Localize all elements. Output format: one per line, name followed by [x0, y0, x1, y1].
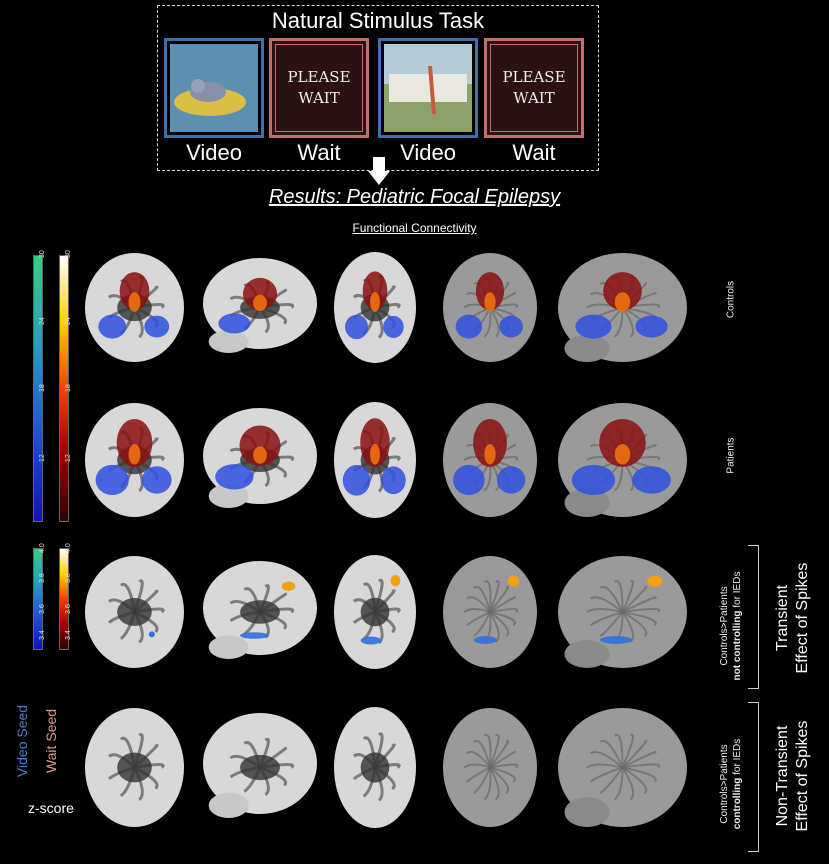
- wait-text-line2: WAIT: [513, 89, 555, 107]
- functional-connectivity-label: Functional Connectivity: [352, 221, 477, 235]
- video-frame-1: [164, 38, 264, 138]
- task-title: Natural Stimulus Task: [271, 8, 485, 33]
- brain-image: [443, 708, 537, 827]
- brain-image: [443, 253, 537, 362]
- wait-text-line1: PLEASE: [502, 68, 566, 86]
- row-label-controls: Controls: [725, 280, 737, 319]
- brain-image: [203, 258, 317, 353]
- video-seed-colorbar: [33, 255, 43, 522]
- brain-image: [85, 253, 184, 362]
- wait-frame-1: PLEASE WAIT: [269, 38, 369, 138]
- video-seed-colorbar-small: [33, 548, 43, 650]
- task-panel: Natural Stimulus Task PLEASE WAIT PLEASE W…: [157, 5, 599, 171]
- cartoon-video-thumbnail-2: [384, 44, 472, 132]
- row-label-patients: Patients: [725, 437, 737, 474]
- cartoon-video-thumbnail-1: [170, 44, 258, 132]
- brain-image: [558, 253, 687, 362]
- wait-seed-colorbar-small: [59, 548, 69, 650]
- brain-image: [334, 707, 416, 828]
- brain-image: [443, 403, 537, 517]
- down-arrow-icon: [368, 157, 390, 185]
- wait-seed-colorbar: [59, 255, 69, 522]
- brain-image: [203, 561, 317, 659]
- brain-image: [85, 403, 184, 517]
- brain-image: [558, 708, 687, 827]
- brain-image: [334, 555, 416, 669]
- transient-bracket: [748, 545, 759, 689]
- wait-text-line2: WAIT: [298, 89, 340, 107]
- brain-image: [334, 402, 416, 518]
- video-frame-2: [378, 38, 478, 138]
- brain-image: [85, 708, 184, 827]
- frame-label: Wait: [512, 140, 556, 165]
- frame-label: Wait: [297, 140, 341, 165]
- brain-image: [203, 713, 317, 818]
- wait-text-line1: PLEASE: [287, 68, 351, 86]
- brain-image: [558, 403, 687, 517]
- brain-image: [334, 252, 416, 363]
- brain-image: [443, 556, 537, 668]
- zscore-label: z-score: [28, 800, 74, 816]
- wait-frame-2: PLEASE WAIT: [484, 38, 584, 138]
- results-title: Results: Pediatric Focal Epilepsy: [268, 186, 561, 208]
- nontransient-bracket: [748, 702, 759, 852]
- frame-label: Video: [400, 140, 456, 165]
- frame-label: Video: [186, 140, 242, 165]
- brain-image: [558, 556, 687, 668]
- brain-image: [85, 556, 184, 668]
- brain-image: [203, 408, 317, 508]
